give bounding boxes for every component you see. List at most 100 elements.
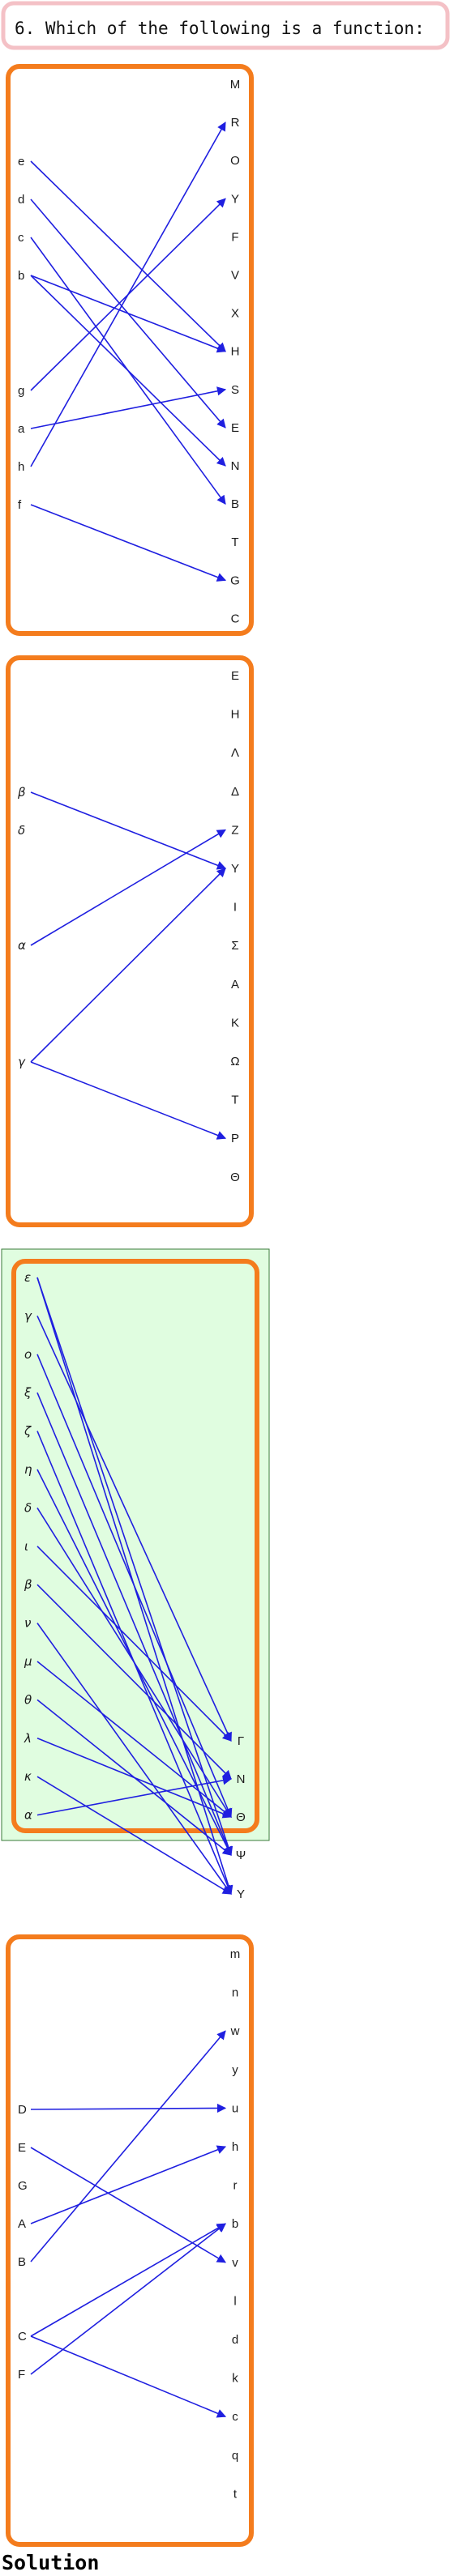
codomain-label: Z — [231, 823, 238, 837]
codomain-label: k — [232, 2372, 238, 2386]
mapping-arrow — [30, 275, 226, 467]
mapping-arrow — [36, 1584, 232, 1780]
domain-label: ξ — [24, 1385, 32, 1400]
codomain-label: X — [231, 307, 239, 321]
codomain-label: S — [231, 383, 239, 397]
codomain-label: Y — [231, 192, 239, 206]
mapping-arrow — [30, 275, 227, 353]
domain-label: θ — [24, 1692, 32, 1707]
domain-label: α — [24, 1808, 32, 1823]
mapping-arrow — [30, 160, 226, 352]
mapping-arrow — [30, 791, 227, 870]
mapping-arrow — [36, 1623, 232, 1895]
codomain-label: h — [232, 2140, 238, 2154]
question-text: 6. Which of the following is a function: — [15, 19, 425, 38]
mapping-diagrams: edcbgahfMROYFVXHSENBTGCβδαγEHΛΔZΥIΣAKΩTP… — [1, 64, 270, 2547]
codomain-label: O — [230, 154, 240, 168]
mapping-arrow — [30, 2223, 226, 2375]
domain-label: α — [18, 938, 26, 953]
codomain-label: M — [230, 78, 241, 92]
codomain-label: B — [231, 497, 239, 511]
codomain-label: T — [231, 535, 238, 549]
mapping-arrow — [30, 2223, 226, 2337]
domain-label: ο — [24, 1347, 32, 1362]
codomain-label: Υ — [231, 862, 239, 876]
domain-label: γ — [18, 1055, 26, 1069]
codomain-label: P — [231, 1132, 239, 1145]
domain-label: F — [18, 2368, 25, 2382]
mapping-arrow — [36, 1392, 233, 1857]
domain-label: A — [18, 2217, 26, 2231]
mapping-arrow — [30, 868, 226, 1063]
domain-label: η — [24, 1462, 32, 1477]
domain-label: d — [18, 193, 24, 207]
codomain-label: N — [237, 1772, 246, 1786]
mapping-arrow — [30, 2145, 227, 2224]
mapping-arrow — [36, 1661, 232, 1818]
mapping-arrow — [36, 1507, 232, 1818]
domain-label: D — [18, 2103, 27, 2117]
codomain-label: I — [233, 901, 237, 915]
codomain-label: T — [231, 1094, 238, 1107]
domain-label: B — [18, 2255, 26, 2269]
domain-label: C — [18, 2330, 27, 2344]
solution-heading: Solution — [2, 2551, 99, 2574]
codomain-label: Σ — [231, 939, 238, 953]
codomain-label: n — [232, 1986, 238, 2000]
codomain-label: Υ — [237, 1887, 245, 1901]
codomain-label: E — [231, 669, 239, 683]
diagram-frame — [6, 64, 254, 636]
domain-label: δ — [24, 1500, 32, 1515]
domain-label: κ — [24, 1769, 32, 1784]
mapping-arrow — [36, 1776, 233, 1816]
mapping-arrow — [30, 829, 226, 946]
domain-label: ν — [24, 1616, 31, 1631]
domain-label: e — [18, 155, 24, 168]
codomain-label: N — [231, 459, 240, 473]
domain-label: c — [18, 231, 24, 245]
codomain-label: c — [232, 2410, 238, 2424]
mapping-arrow — [36, 1354, 233, 1819]
codomain-label: A — [231, 978, 239, 992]
codomain-label: V — [231, 269, 239, 283]
mapping-arrow — [30, 504, 227, 582]
codomain-label: v — [232, 2256, 238, 2270]
codomain-label: Δ — [231, 785, 239, 799]
codomain-label: R — [231, 116, 240, 130]
mapping-arrow — [30, 122, 226, 467]
mapping-arrow — [30, 386, 227, 429]
domain-label: μ — [24, 1654, 32, 1669]
mapping-arrow — [36, 1277, 233, 1857]
codomain-label: l — [233, 2294, 236, 2308]
diagram-frame — [11, 1259, 259, 1833]
codomain-label: H — [231, 708, 240, 722]
mapping-arrow — [36, 1316, 232, 1742]
diagram-frame — [6, 655, 254, 1227]
codomain-label: r — [233, 2179, 238, 2193]
domain-label: ε — [24, 1270, 31, 1285]
mapping-arrow — [36, 1546, 232, 1742]
codomain-label: Θ — [230, 1171, 240, 1184]
codomain-label: u — [232, 2101, 238, 2115]
domain-label: β — [17, 785, 26, 800]
domain-label: f — [18, 498, 22, 512]
domain-label: δ — [18, 823, 25, 838]
codomain-label: C — [231, 612, 240, 625]
domain-label: ι — [24, 1539, 28, 1554]
mapping-arrow — [36, 1738, 233, 1819]
diagram-frame — [6, 1934, 254, 2547]
codomain-label: q — [232, 2449, 238, 2463]
codomain-label: w — [230, 2024, 240, 2038]
codomain-label: d — [232, 2333, 238, 2347]
codomain-label: K — [231, 1016, 239, 1030]
codomain-label: Λ — [231, 746, 239, 760]
domain-label: b — [18, 269, 24, 283]
codomain-label: t — [233, 2487, 238, 2501]
domain-label: E — [18, 2141, 26, 2155]
question-box: 6. Which of the following is a function: — [1, 1, 450, 50]
question-frame — [1, 1, 450, 50]
codomain-label: b — [232, 2217, 238, 2231]
